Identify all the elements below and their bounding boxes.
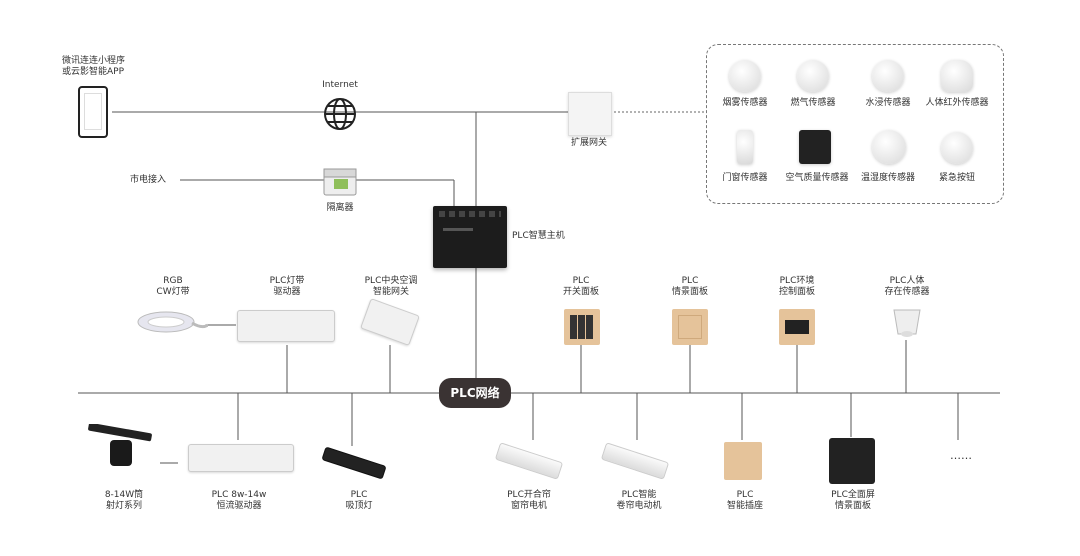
mains-label: 市电接入 xyxy=(130,175,167,185)
spotlight-icon xyxy=(88,424,152,466)
door-sensor-icon xyxy=(737,130,753,164)
emergency-button-icon xyxy=(941,132,973,164)
sensor-label-air: 空气质量传感器 xyxy=(785,173,849,183)
sensor-label-gas: 燃气传感器 xyxy=(790,98,836,108)
sensor-label-smoke: 烟雾传感器 xyxy=(722,98,768,108)
top-device-label-env: PLC环境控制面板 xyxy=(778,276,815,297)
air-quality-sensor-icon xyxy=(799,130,831,164)
scene-panel-device xyxy=(672,309,708,345)
internet-label: Internet xyxy=(322,80,358,90)
smart-socket-device xyxy=(724,442,762,480)
led-strip-icon xyxy=(137,311,208,333)
temp-humidity-sensor-icon xyxy=(872,130,906,164)
touchscreen-panel-device xyxy=(829,438,875,484)
hub-label: PLC智慧主机 xyxy=(512,231,565,241)
presence-sensor-icon xyxy=(893,309,921,337)
globe-icon xyxy=(324,98,356,130)
top-device-label-presence: PLC人体存在传感器 xyxy=(884,276,930,297)
top-device-label-strip-driver: PLC灯带驱动器 xyxy=(269,276,305,297)
sensor-label-pir: 人体红外传感器 xyxy=(925,98,989,108)
app-label: 微讯连连小程序 或云影智能APP xyxy=(62,56,125,78)
app-label-line2: 或云影智能APP xyxy=(62,67,125,77)
smoke-sensor-icon xyxy=(729,60,761,92)
plc-network-badge: PLC网络 xyxy=(439,378,511,408)
bottom-device-label-roller: PLC智能卷帘电动机 xyxy=(616,490,662,511)
constant-current-driver-device xyxy=(188,444,294,472)
isolator-device xyxy=(323,168,357,196)
extension-gateway-device xyxy=(568,92,612,136)
bottom-device-label-curtain: PLC开合帘窗帘电机 xyxy=(507,490,551,511)
switch-panel-device xyxy=(564,309,600,345)
bottom-device-label-touch: PLC全面屏情景面板 xyxy=(831,490,875,511)
more-devices-ellipsis: …… xyxy=(950,449,972,462)
isolator-label: 隔离器 xyxy=(326,203,354,213)
pir-sensor-icon xyxy=(941,60,973,92)
plc-hub-device xyxy=(433,206,507,268)
sensor-label-emergency: 紧急按钮 xyxy=(938,173,975,183)
sensor-group-box xyxy=(706,44,1004,204)
bottom-device-label-spotlight: 8-14W筒射灯系列 xyxy=(104,490,144,511)
app-label-line1: 微讯连连小程序 xyxy=(62,56,126,66)
sensor-label-door: 门窗传感器 xyxy=(722,173,768,183)
strip-driver-device xyxy=(237,310,335,342)
gas-sensor-icon xyxy=(797,60,829,92)
top-device-label-ac-gateway: PLC中央空调智能网关 xyxy=(364,276,418,297)
gateway-label: 扩展网关 xyxy=(570,138,607,148)
water-sensor-icon xyxy=(872,60,904,92)
smartphone-icon xyxy=(78,86,108,138)
sensor-label-water: 水浸传感器 xyxy=(865,98,911,108)
env-panel-device xyxy=(779,309,815,345)
sensor-label-temp: 温湿度传感器 xyxy=(860,173,915,183)
